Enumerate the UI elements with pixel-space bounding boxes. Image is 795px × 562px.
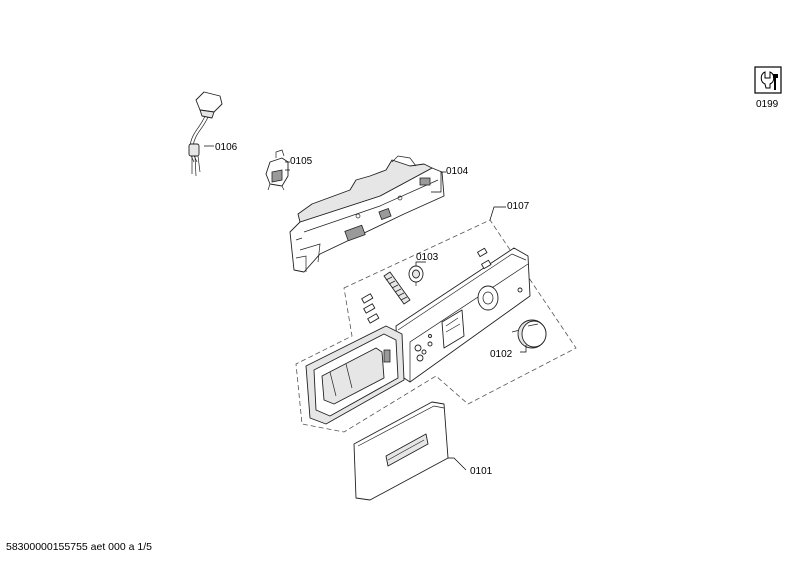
program-knob-part[interactable] <box>511 319 547 349</box>
callout-0199: 0199 <box>756 99 779 110</box>
fascia-clips <box>361 293 380 324</box>
callout-0107: 0107 <box>507 201 530 212</box>
callout-0104: 0104 <box>446 166 469 177</box>
drawer-frame-part[interactable] <box>305 325 405 425</box>
control-module-part[interactable] <box>289 155 445 273</box>
drawer-handle-part[interactable] <box>353 401 449 501</box>
callout-0103: 0103 <box>416 252 439 263</box>
document-reference: 58300000155755 aet 000 a 1/5 <box>6 541 152 553</box>
selector-knob-insert-part[interactable] <box>408 265 424 286</box>
control-panel-fascia-part[interactable] <box>395 247 531 383</box>
button-strip-part[interactable] <box>383 271 411 305</box>
callout-0106: 0106 <box>215 142 238 153</box>
callout-0102: 0102 <box>490 349 513 360</box>
power-cable-part[interactable] <box>188 91 223 177</box>
wrench-icon[interactable] <box>754 66 782 94</box>
callout-0101: 0101 <box>470 466 493 477</box>
callout-0105: 0105 <box>290 156 313 167</box>
connector-part[interactable] <box>265 149 289 191</box>
